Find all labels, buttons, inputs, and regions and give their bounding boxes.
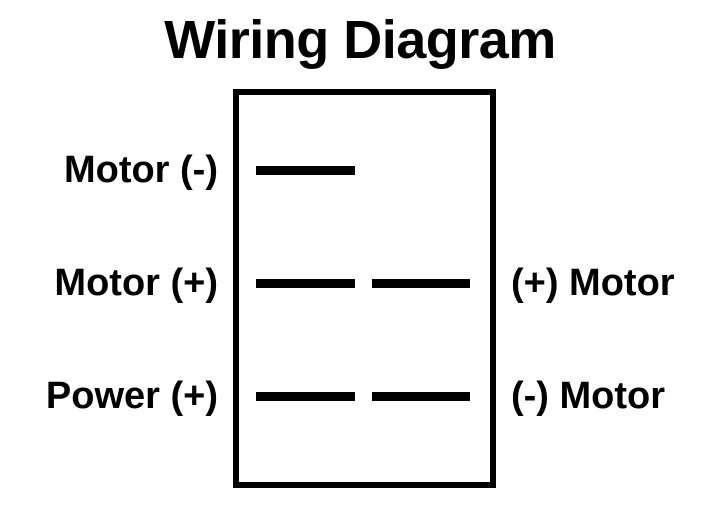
terminal-bar-row-2-right: [372, 279, 470, 288]
terminal-bar-row-3-right: [372, 392, 470, 401]
terminal-label-right-row-2: (+) Motor: [511, 262, 675, 304]
rocker-switch-outline: [233, 89, 496, 488]
terminal-bar-row-2-left: [256, 279, 355, 288]
terminal-label-left-row-2: Motor (+): [54, 262, 218, 304]
page-title: Wiring Diagram: [164, 10, 556, 70]
terminal-bar-row-1-left: [256, 166, 355, 175]
terminal-label-right-row-3: (-) Motor: [511, 375, 666, 417]
terminal-label-left-row-1: Motor (-): [63, 149, 218, 191]
terminal-bar-row-3-left: [256, 392, 355, 401]
terminal-label-left-row-3: Power (+): [45, 375, 218, 417]
